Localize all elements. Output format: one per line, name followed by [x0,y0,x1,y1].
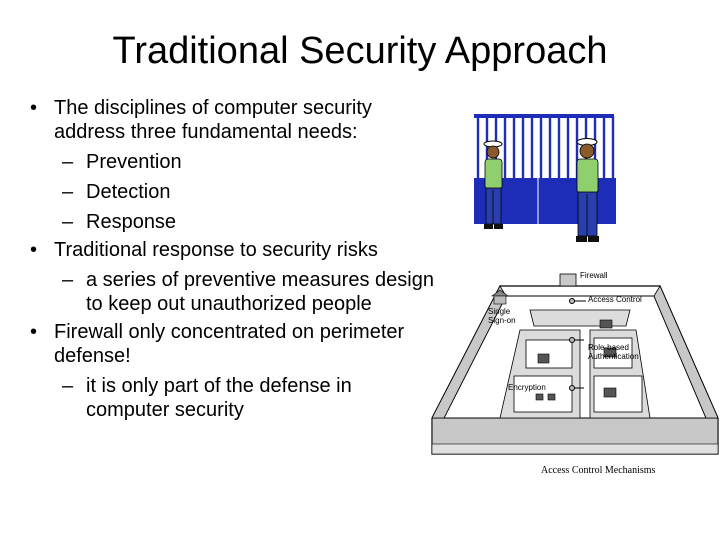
guard-right [576,138,599,242]
inner-rooms [499,309,651,419]
role-based-label-1: Role-based [588,343,629,352]
single-signon-label-2: Sign-on [488,316,516,325]
bullet-item: The disciplines of computer security add… [30,96,440,144]
sub-bullet-item: a series of preventive measures design t… [30,268,440,316]
sub-bullet-item: it is only part of the defense in comput… [30,374,440,422]
guard-left [483,140,503,229]
role-based-label-2: Authentication [588,352,639,361]
key-icons [569,298,586,391]
sub-bullet-item: Prevention [30,150,440,174]
diagram-caption: Access Control Mechanisms [541,465,656,476]
firewall-label: Firewall [580,271,608,280]
single-signon-label-1: Single [488,307,511,316]
access-control-diagram: Firewall Acc [431,271,719,455]
server-boxes [535,319,617,401]
access-control-label: Access Control [588,295,642,304]
gate-guards-illustration [474,114,616,242]
bullet-list: The disciplines of computer security add… [30,96,440,426]
bullet-item: Traditional response to security risks [30,238,440,262]
sub-bullet-item: Response [30,210,440,234]
sub-bullet-item: Detection [30,180,440,204]
encryption-label: Encryption [508,383,546,392]
slide-title: Traditional Security Approach [112,30,608,72]
bullet-item: Firewall only concentrated on perimeter … [30,320,440,368]
